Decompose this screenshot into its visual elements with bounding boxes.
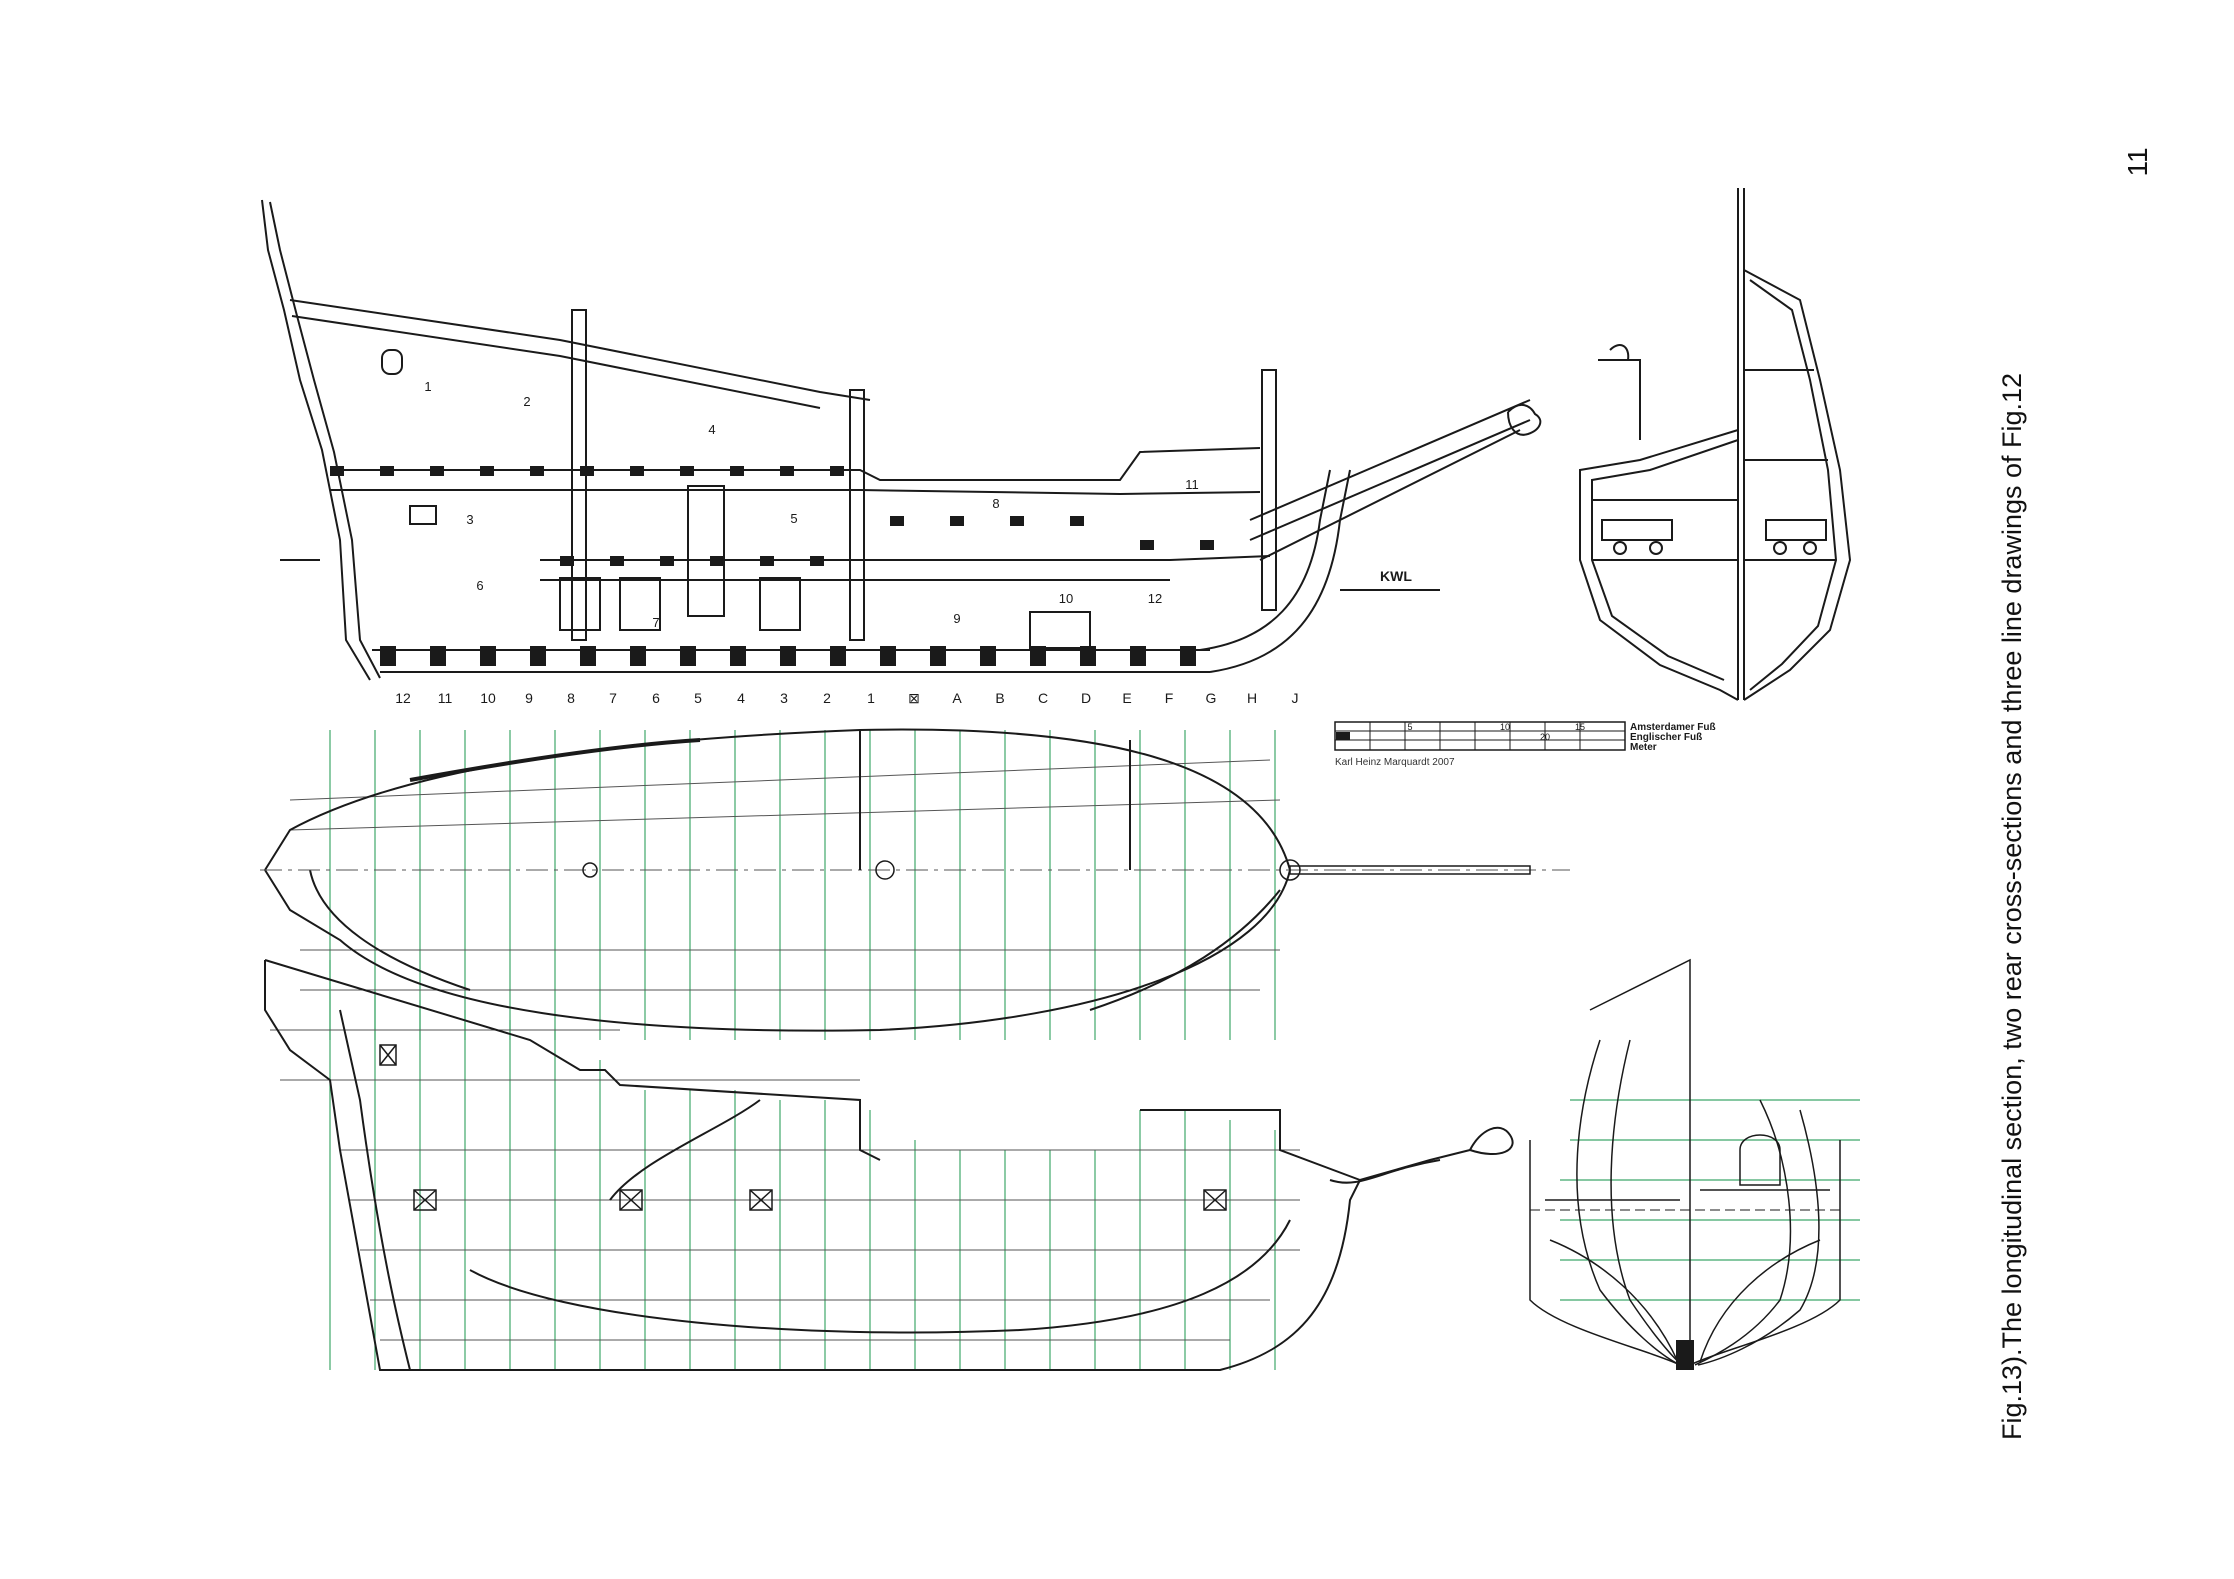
station-label: 3	[780, 690, 788, 706]
scale-unit-label: Meter	[1630, 742, 1657, 753]
station-label: J	[1292, 690, 1299, 706]
station-label: H	[1247, 690, 1257, 706]
station-label: G	[1206, 690, 1217, 706]
station-label: A	[952, 690, 962, 706]
compartment-number: 4	[708, 422, 715, 437]
deck-beams	[330, 466, 1214, 666]
scale-unit-label: Amsterdamer Fuß	[1630, 722, 1716, 733]
station-labels: 12 11 10 9 8 7 6 5 4 3 2 1 ⊠ A B C D E F…	[395, 690, 1298, 706]
station-label: 12	[395, 690, 411, 706]
scale-tick-label: 5	[1407, 722, 1412, 732]
compartment-number: 10	[1059, 591, 1073, 606]
figure-caption-container: Fig.13).The longitudinal section, two re…	[1992, 360, 2032, 1440]
station-label: B	[995, 690, 1004, 706]
station-label: 6	[652, 690, 660, 706]
station-label: 11	[438, 690, 453, 706]
page-number: 11	[2122, 147, 2153, 177]
compartment-number: 12	[1148, 591, 1162, 606]
scale-tick-label: 20	[1540, 732, 1550, 742]
figure-caption: Fig.13).The longitudinal section, two re…	[1997, 372, 2027, 1440]
station-label: E	[1122, 690, 1131, 706]
compartment-number: 9	[953, 611, 960, 626]
sheer-plan	[264, 959, 1514, 1371]
station-label: C	[1038, 690, 1048, 706]
compartment-number: 11	[1185, 477, 1199, 492]
rear-cross-section	[1579, 188, 1852, 701]
drawing-credit: Karl Heinz Marquardt 2007	[1335, 757, 1455, 768]
station-label: 10	[480, 690, 496, 706]
compartment-number: 8	[992, 496, 999, 511]
scale-tick-label: 15	[1575, 722, 1585, 732]
station-label: ⊠	[908, 690, 920, 706]
station-label: 9	[525, 690, 533, 706]
compartment-number: 7	[652, 615, 659, 630]
waterline-label: KWL	[1380, 568, 1412, 584]
scale-unit-label: Englischer Fuß	[1630, 732, 1702, 743]
half-breadth-plan	[260, 728, 1570, 1040]
compartment-number: 1	[424, 379, 431, 394]
compartment-number: 3	[466, 512, 473, 527]
compartment-numbers: 1 2 3 4 5 6 7 8 9 10 11 12	[424, 379, 1198, 630]
compartment-number: 2	[523, 394, 530, 409]
station-label: 1	[867, 690, 875, 706]
station-label: 5	[694, 690, 702, 706]
compartment-number: 6	[476, 578, 483, 593]
station-label: 2	[823, 690, 831, 706]
longitudinal-section	[261, 199, 1542, 681]
scale-tick-label: 10	[1500, 722, 1510, 732]
compartment-number: 5	[790, 511, 797, 526]
station-label: 4	[737, 690, 745, 706]
station-label: 8	[567, 690, 575, 706]
station-label: F	[1165, 690, 1174, 706]
station-label: D	[1081, 690, 1091, 706]
station-label: 7	[609, 690, 617, 706]
scale-bar: 5 10 15 20 Amsterdamer Fuß Englischer Fu…	[1334, 721, 1716, 768]
body-plan	[1529, 958, 1860, 1370]
